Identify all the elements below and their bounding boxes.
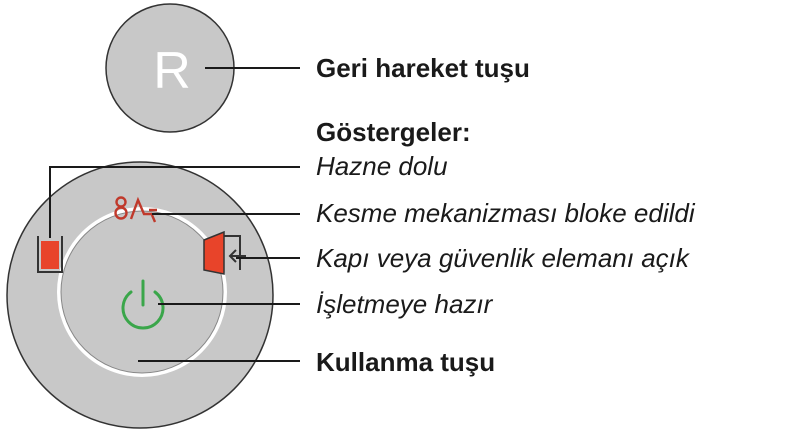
door-open-icon [203, 230, 246, 275]
indicator-cutter-blocked-label: Kesme mekanizması bloke edildi [316, 198, 695, 228]
leader-hazne [49, 166, 300, 238]
indicator-bin-full-label: Hazne dolu [316, 151, 448, 181]
cutter-blocked-icon [114, 196, 157, 223]
indicator-ready-label: İşletmeye hazır [316, 289, 493, 319]
indicators-heading: Göstergeler: [316, 117, 471, 147]
operate-button-label: Kullanma tuşu [316, 347, 496, 377]
reverse-button-letter: R [153, 42, 191, 100]
leader-lines [49, 67, 300, 362]
reverse-button-label: Geri hareket tuşu [316, 53, 530, 83]
bin-full-icon [37, 236, 63, 273]
reverse-button[interactable]: R [105, 3, 235, 133]
indicator-door-open-label: Kapı veya güvenlik elemanı açık [316, 243, 689, 273]
